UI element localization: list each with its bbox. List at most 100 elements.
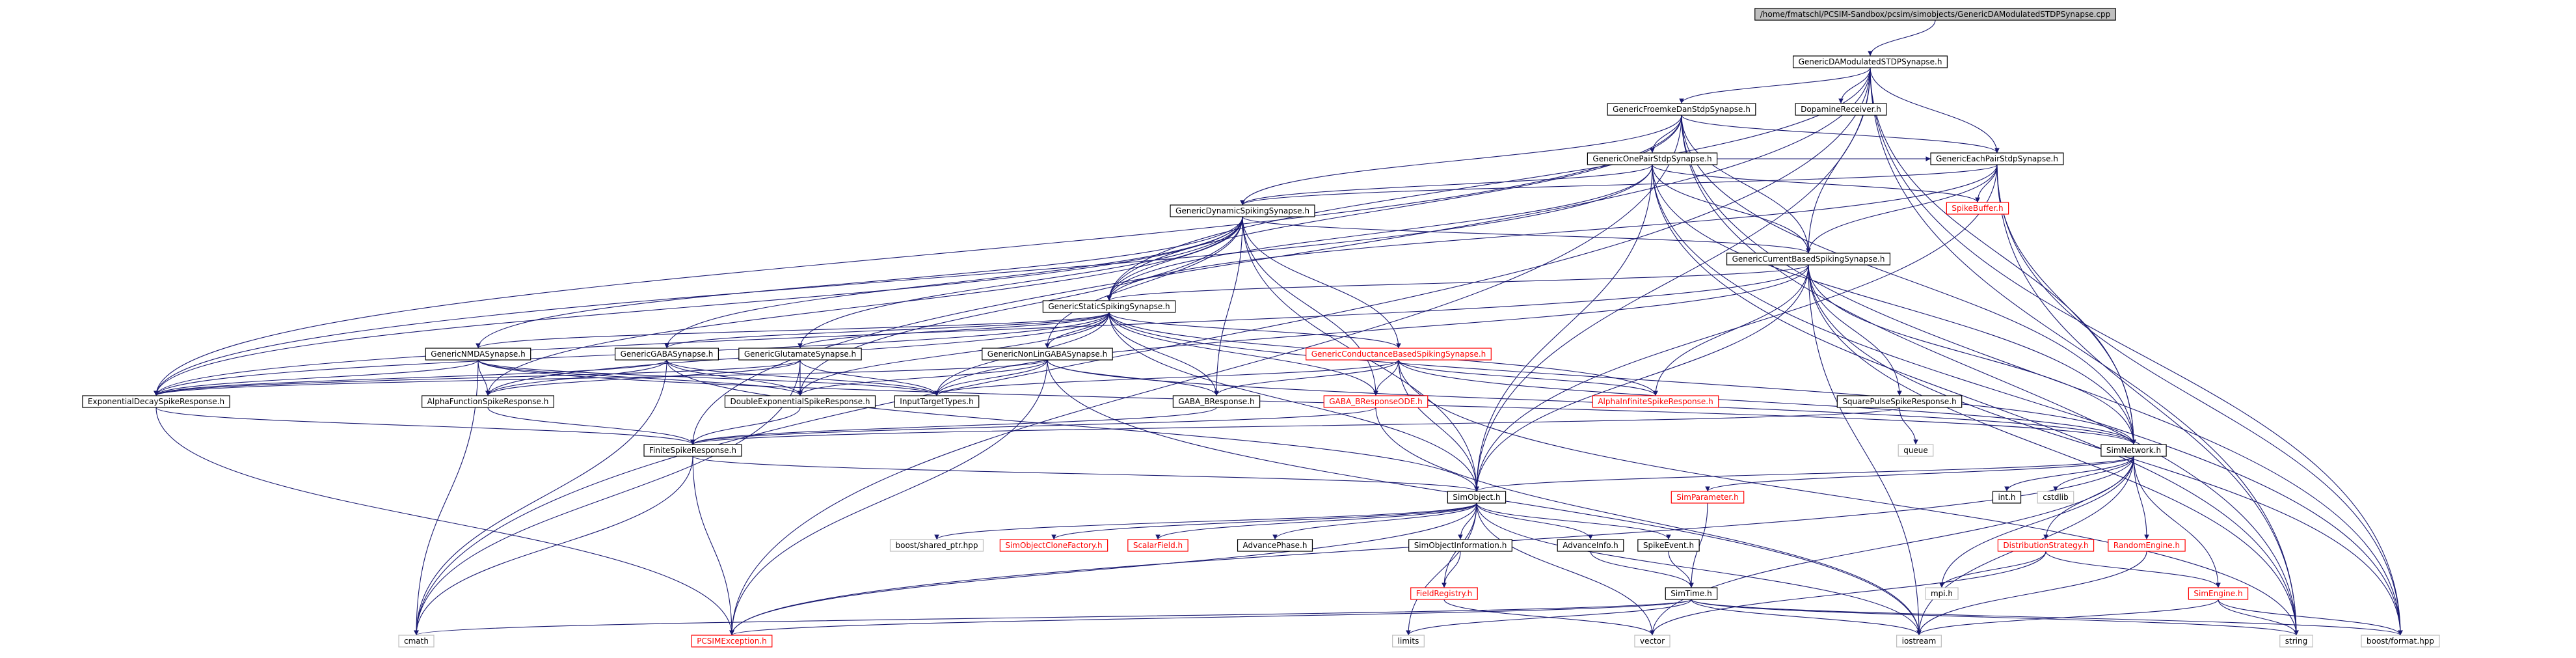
node-label: GenericFroemkeDanStdpSynapse.h bbox=[1613, 105, 1751, 114]
edge-randomengine-to-iostream bbox=[1916, 551, 2147, 636]
edge-froemke-to-static bbox=[1107, 115, 1682, 301]
node-simengine[interactable]: SimEngine.h bbox=[2188, 587, 2249, 600]
edge-simobject-to-clonefactory bbox=[1051, 502, 1477, 540]
node-inttypes[interactable]: int.h bbox=[1992, 491, 2022, 504]
node-doubleexp[interactable]: DoubleExponentialSpikeResponse.h bbox=[724, 395, 876, 408]
node-box bbox=[1172, 395, 1261, 408]
node-vector[interactable]: vector bbox=[1634, 635, 1670, 648]
node-label: SimParameter.h bbox=[1676, 493, 1738, 502]
edge-diststrategy-to-vector bbox=[1650, 551, 2046, 636]
node-mpih[interactable]: mpi.h bbox=[1925, 587, 1959, 600]
node-box bbox=[2361, 635, 2440, 648]
node-gababresp[interactable]: GABA_BResponse.h bbox=[1172, 395, 1261, 408]
edge-root-to-damod bbox=[1868, 20, 1936, 57]
edge-simobject-to-vector bbox=[1476, 502, 1655, 636]
node-dopamine[interactable]: DopamineReceiver.h bbox=[1795, 103, 1887, 116]
edge-simobject-to-pcsimexc bbox=[729, 502, 1477, 636]
node-conductance[interactable]: GenericConductanceBasedSpikingSynapse.h bbox=[1306, 348, 1492, 361]
node-finite[interactable]: FiniteSpikeResponse.h bbox=[643, 444, 742, 457]
node-string[interactable]: string bbox=[2279, 635, 2313, 648]
node-inputtarget[interactable]: InputTargetTypes.h bbox=[894, 395, 980, 408]
node-currentbased[interactable]: GenericCurrentBasedSpikingSynapse.h bbox=[1726, 253, 1891, 266]
node-advanceinfo[interactable]: AdvanceInfo.h bbox=[1557, 539, 1624, 552]
node-simtime[interactable]: SimTime.h bbox=[1665, 587, 1718, 600]
node-sharedptr[interactable]: boost/shared_ptr.hpp bbox=[889, 539, 984, 552]
node-boostformat[interactable]: boost/format.hpp bbox=[2361, 635, 2440, 648]
node-diststrategy[interactable]: DistributionStrategy.h bbox=[1997, 539, 2095, 552]
node-label: AdvancePhase.h bbox=[1243, 541, 1308, 550]
node-fieldregistry[interactable]: FieldRegistry.h bbox=[1410, 587, 1478, 600]
node-simnetwork[interactable]: SimNetwork.h bbox=[2100, 444, 2167, 457]
node-spikeevent[interactable]: SpikeEvent.h bbox=[1637, 539, 1700, 552]
node-static[interactable]: GenericStaticSpikingSynapse.h bbox=[1042, 300, 1176, 313]
edge-nonlingaba-to-expdecay bbox=[154, 359, 1048, 396]
node-nmda[interactable]: GenericNMDASynapse.h bbox=[425, 348, 531, 361]
node-eachpair[interactable]: GenericEachPairStdpSynapse.h bbox=[1930, 152, 2064, 165]
node-box bbox=[1127, 539, 1188, 552]
node-squarepulse[interactable]: SquarePulseSpikeResponse.h bbox=[1836, 395, 1963, 408]
node-box bbox=[1607, 103, 1756, 116]
node-box bbox=[1557, 539, 1624, 552]
node-label: GenericDAModulatedSTDPSynapse.h bbox=[1799, 57, 1942, 66]
edge-conductance-to-gababresp bbox=[1214, 359, 1399, 396]
node-box bbox=[1170, 204, 1315, 217]
node-gaba[interactable]: GenericGABASynapse.h bbox=[614, 348, 719, 361]
node-clonefactory[interactable]: SimObjectCloneFactory.h bbox=[999, 539, 1108, 552]
edge-eachpair-to-static bbox=[1107, 164, 1998, 301]
edge-doubleexp-to-finite bbox=[690, 407, 801, 445]
node-root[interactable]: /home/fmatschl/PCSIM-Sandbox/pcsim/simob… bbox=[1754, 8, 2116, 21]
node-label: boost/shared_ptr.hpp bbox=[896, 541, 978, 550]
edge-glutamate-to-expdecay bbox=[154, 359, 801, 396]
node-label: GenericGlutamateSynapse.h bbox=[744, 350, 856, 359]
node-gababode[interactable]: GABA_BResponseODE.h bbox=[1323, 395, 1429, 408]
node-dynamic[interactable]: GenericDynamicSpikingSynapse.h bbox=[1170, 204, 1315, 217]
edge-onepair-to-expdecay bbox=[154, 164, 1653, 396]
node-alphainf[interactable]: AlphaInfiniteSpikeResponse.h bbox=[1592, 395, 1719, 408]
edge-onepair-to-currentbased bbox=[1652, 164, 1811, 254]
node-nonlingaba[interactable]: GenericNonLinGABASynapse.h bbox=[982, 348, 1113, 361]
edge-damod-to-simnetwork bbox=[1870, 67, 2136, 445]
edge-froemke-to-pcsimexc bbox=[729, 115, 1682, 636]
node-expdecay[interactable]: ExponentialDecaySpikeResponse.h bbox=[82, 395, 230, 408]
edge-dynamic-to-conductance bbox=[1242, 216, 1401, 349]
node-onepair[interactable]: GenericOnePairStdpSynapse.h bbox=[1587, 152, 1718, 165]
node-pcsimexc[interactable]: PCSIMException.h bbox=[691, 635, 773, 648]
node-objinfo[interactable]: SimObjectInformation.h bbox=[1408, 539, 1512, 552]
node-cstdlib[interactable]: cstdlib bbox=[2037, 491, 2074, 504]
node-box bbox=[1992, 491, 2022, 504]
edge-alphafunc-to-finite bbox=[487, 407, 695, 445]
edge-expdecay-to-finite bbox=[155, 407, 695, 445]
node-cmath[interactable]: cmath bbox=[398, 635, 435, 648]
node-box bbox=[2037, 491, 2074, 504]
node-limits[interactable]: limits bbox=[1392, 635, 1425, 648]
node-label: SimObjectCloneFactory.h bbox=[1005, 541, 1102, 550]
edge-simnetwork-to-cstdlib bbox=[2053, 456, 2134, 492]
node-spikebuffer[interactable]: SpikeBuffer.h bbox=[1946, 202, 2009, 215]
edge-damod-to-eachpair bbox=[1870, 67, 2000, 154]
edge-currentbased-to-iostream bbox=[1808, 264, 1922, 636]
node-scalarfield[interactable]: ScalarField.h bbox=[1127, 539, 1188, 552]
edge-expdecay-to-pcsimexc bbox=[155, 407, 734, 636]
edge-froemke-to-dynamic bbox=[1240, 115, 1682, 206]
node-label: SimNetwork.h bbox=[2106, 446, 2161, 455]
node-box bbox=[1592, 395, 1719, 408]
node-queue[interactable]: queue bbox=[1898, 444, 1934, 457]
node-box bbox=[1587, 152, 1718, 165]
node-box bbox=[1042, 300, 1176, 313]
node-glutamate[interactable]: GenericGlutamateSynapse.h bbox=[738, 348, 862, 361]
node-froemke[interactable]: GenericFroemkeDanStdpSynapse.h bbox=[1607, 103, 1756, 116]
node-box bbox=[1896, 635, 1942, 648]
edge-froemke-to-currentbased bbox=[1681, 115, 1811, 254]
node-box bbox=[738, 348, 862, 361]
node-iostream[interactable]: iostream bbox=[1896, 635, 1942, 648]
node-simobject[interactable]: SimObject.h bbox=[1447, 491, 1507, 504]
node-label: RandomEngine.h bbox=[2113, 541, 2180, 550]
node-simparameter[interactable]: SimParameter.h bbox=[1670, 491, 1745, 504]
node-label: SimEngine.h bbox=[2194, 589, 2242, 598]
node-damod[interactable]: GenericDAModulatedSTDPSynapse.h bbox=[1792, 55, 1948, 68]
node-randomengine[interactable]: RandomEngine.h bbox=[2108, 539, 2186, 552]
node-box bbox=[422, 395, 554, 408]
node-label: SimObjectInformation.h bbox=[1414, 541, 1507, 550]
node-advancephase[interactable]: AdvancePhase.h bbox=[1237, 539, 1313, 552]
node-alphafunc[interactable]: AlphaFunctionSpikeResponse.h bbox=[422, 395, 554, 408]
